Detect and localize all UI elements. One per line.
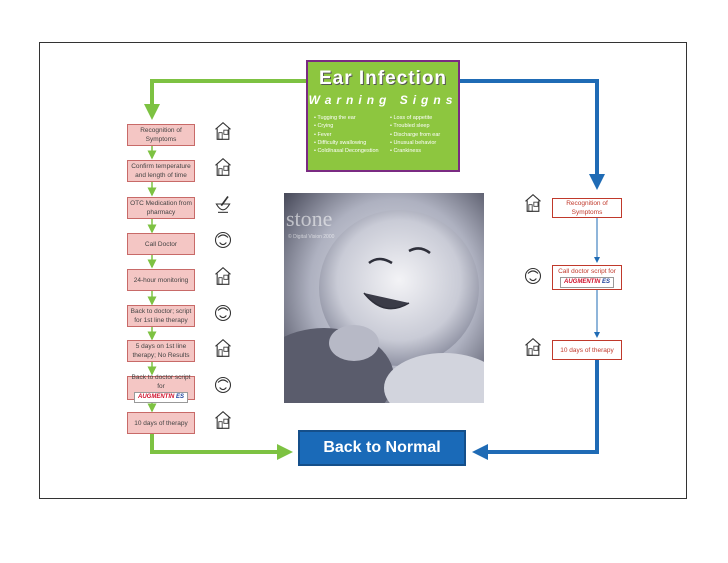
back-to-normal-box: Back to Normal (298, 430, 466, 466)
left-step-recognition: Recognition of Symptoms (127, 124, 195, 146)
step-label: Back to doctor script for (131, 374, 191, 390)
warning-sign: • Unusual behavior (390, 139, 437, 146)
photo-watermark: stone (286, 206, 333, 231)
blue-path-top (460, 79, 605, 190)
step-label: 24-hour monitoring (133, 276, 189, 284)
diagram-frame (39, 42, 687, 499)
step-label: 5 days on 1st line therapy; No Results (132, 343, 190, 359)
right-step-ten-days: 10 days of therapy (552, 340, 622, 360)
right-step-recognition: Recognition of Symptoms (552, 198, 622, 218)
baby-photo (284, 193, 484, 403)
left-step-call-doctor: Call Doctor (127, 233, 195, 255)
blue-path-bottom (472, 356, 599, 460)
right-step-augmentin-script: Call doctor script for AUGMENTIN ES (552, 265, 622, 290)
header-subtitle: Warning Signs (308, 93, 458, 107)
photo-credit: © Digital Vision 2000 (288, 234, 335, 240)
augmentin-logo: AUGMENTIN ES (133, 392, 189, 403)
left-step-no-results: 5 days on 1st line therapy; No Results (127, 340, 195, 362)
step-label: Recognition of Symptoms (140, 127, 182, 143)
warning-sign: • Loss of appetite (390, 115, 433, 121)
augmentin-logo: AUGMENTIN ES (559, 277, 615, 288)
phone-icon (524, 267, 542, 285)
brand-suffix: ES (602, 279, 611, 285)
house-icon (215, 410, 231, 429)
step-label: 10 days of therapy (134, 419, 188, 427)
step-label: Confirm temperature and length of time (131, 163, 191, 179)
brand-name: AUGMENTIN (563, 279, 601, 285)
step-label: Back to doctor; script for 1st line ther… (130, 308, 192, 324)
warning-sign: • Tugging the ear (314, 115, 356, 121)
warning-sign: • Cold/nasal Decongestion (314, 148, 379, 155)
warning-sign: • Difficulty swallowing (314, 139, 367, 146)
warning-sign: • Fever (314, 131, 332, 138)
left-step-first-line-script: Back to doctor; script for 1st line ther… (127, 305, 195, 327)
house-icon (215, 266, 231, 285)
phone-icon (214, 304, 232, 322)
phone-icon (214, 231, 232, 249)
green-path-top (144, 79, 306, 120)
house-icon (525, 193, 541, 212)
step-label: 10 days of therapy (560, 346, 614, 354)
step-label: OTC Medication from pharmacy (130, 200, 192, 216)
house-icon (215, 157, 231, 176)
header-title: Ear Infection (318, 68, 448, 89)
brand-name: AUGMENTIN (137, 394, 175, 400)
left-step-augmentin-script: Back to doctor script for AUGMENTIN ES (127, 374, 195, 403)
warning-sign: • Crankiness (390, 148, 421, 155)
warning-sign: • Discharge from ear (390, 131, 441, 138)
house-icon (525, 337, 541, 356)
house-icon (215, 121, 231, 140)
warning-sign: • Troubled sleep (390, 123, 430, 130)
step-label: Call Doctor (144, 240, 178, 248)
step-label: Call doctor script for (558, 268, 616, 275)
left-step-monitoring: 24-hour monitoring (127, 269, 195, 291)
left-step-confirm-temperature: Confirm temperature and length of time (127, 160, 195, 182)
phone-icon (214, 376, 232, 394)
step-label: Recognition of Symptoms (566, 200, 608, 216)
brand-suffix: ES (176, 394, 185, 400)
warning-sign: • Crying (314, 123, 334, 130)
green-path-bottom (150, 431, 293, 460)
warning-signs-col1: • Tugging the ear • Crying • Fever • Dif… (314, 114, 379, 155)
mortar-pestle-icon (215, 196, 231, 213)
house-icon (215, 338, 231, 357)
outcome-label: Back to Normal (323, 439, 441, 456)
header-box: Ear Infection Warning Signs • Tugging th… (306, 60, 460, 172)
left-step-ten-days: 10 days of therapy (127, 412, 195, 434)
warning-signs-col2: • Loss of appetite • Troubled sleep • Di… (390, 114, 440, 155)
left-step-otc-medication: OTC Medication from pharmacy (127, 197, 195, 219)
